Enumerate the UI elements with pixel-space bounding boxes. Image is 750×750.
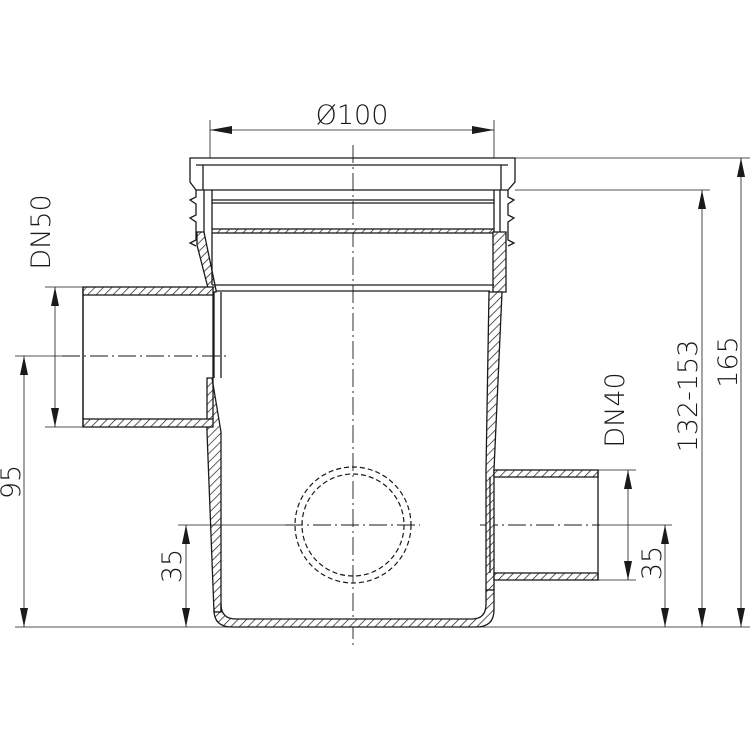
height-right-outlet-label: 35 [637,546,668,580]
overall-height-label: 165 [713,336,744,388]
center-lines [62,145,600,645]
outlet-right-label: DN40 [600,372,631,447]
top-diameter-label: Ø100 [316,100,389,131]
height-left-low-label: 35 [157,549,188,583]
dimension-labels: Ø100 DN50 95 35 DN40 35 132-153 165 [0,100,744,583]
right-outlet-pipe [489,469,599,581]
body-walls [196,231,507,628]
hidden-bottom-outlet [294,466,412,584]
top-flange [188,157,516,247]
left-inlet-pipe [82,286,214,428]
dimension-lines [15,120,750,628]
height-left-inlet-label: 95 [0,465,27,499]
inlet-left-label: DN50 [26,194,57,269]
adjust-range-label: 132-153 [673,340,704,453]
